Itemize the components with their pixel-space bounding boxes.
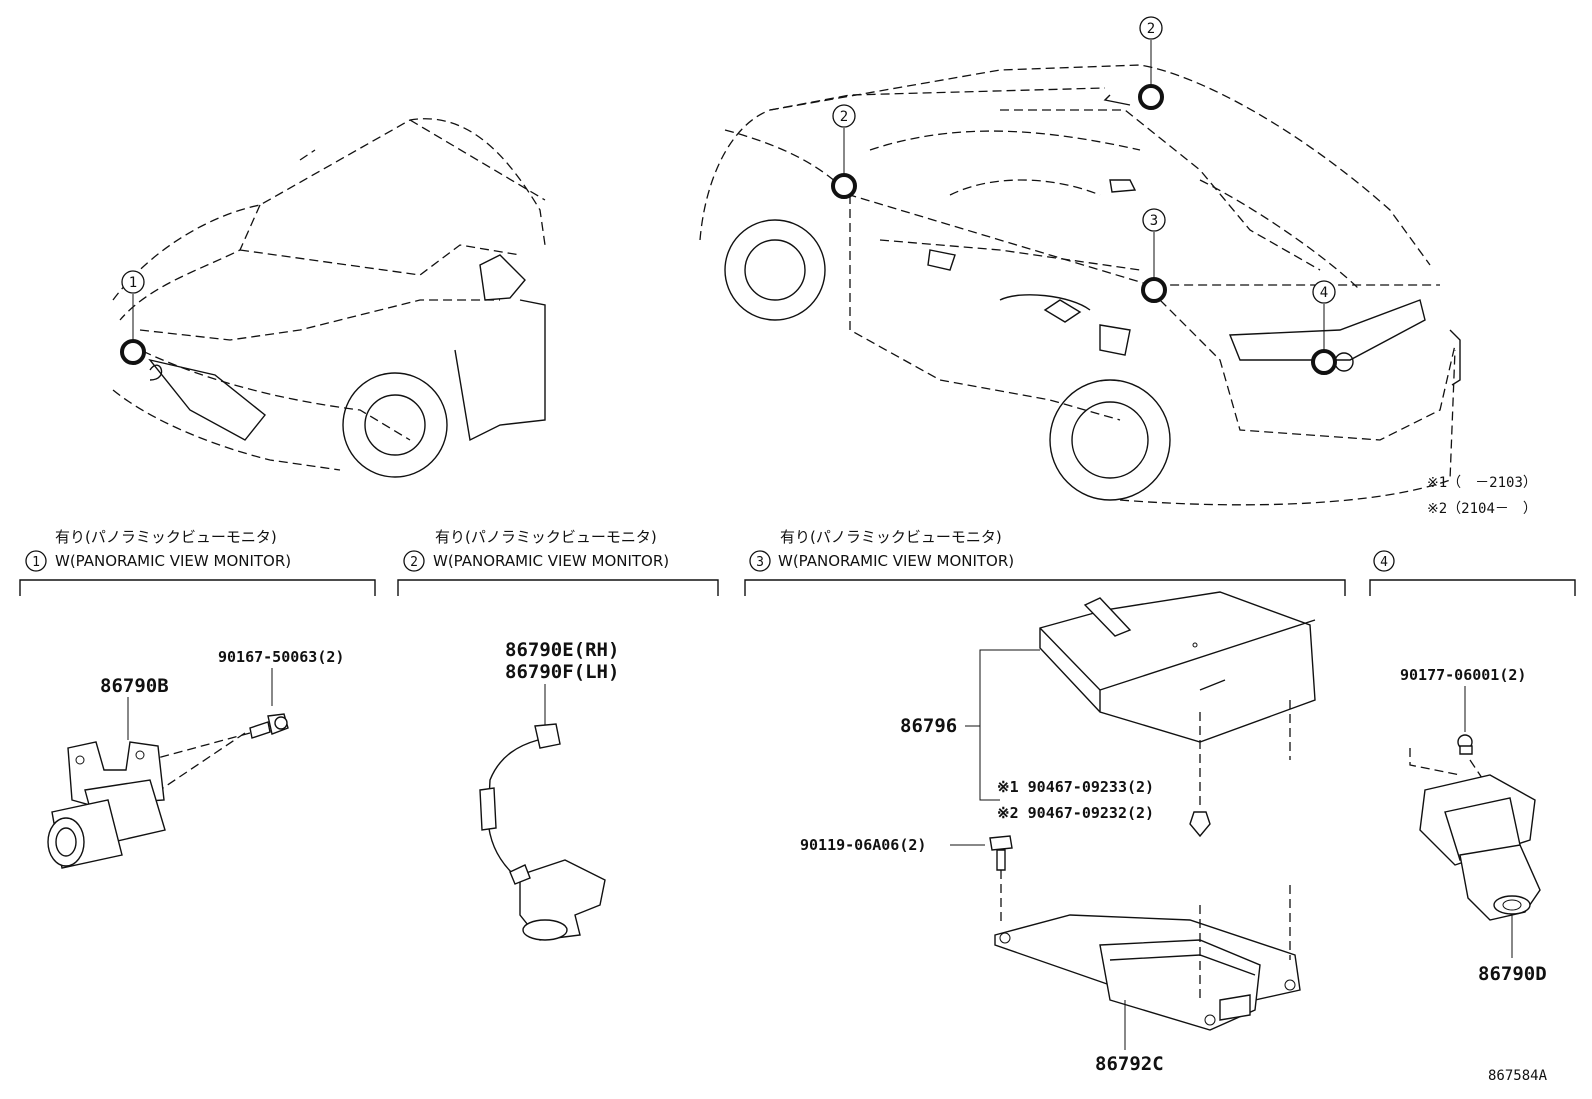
section-3-number-icon [749, 550, 771, 572]
ecu-location [1141, 277, 1167, 303]
left-mirror-camera-location [831, 173, 857, 199]
screw-icon [989, 835, 1013, 871]
camera-icon [47, 741, 166, 869]
part-90119-06A06: 90119-06A06(2) [800, 836, 926, 854]
section-1-number: 1 [32, 555, 40, 570]
section-3-parts: 86796 ※1 90467-09233(2) ※2 90467-09232(2… [800, 591, 1316, 1075]
rear-car-illustration [699, 64, 1461, 506]
note-2: ※2（2104－ ） [1427, 501, 1537, 517]
location-callouts: 1 2 2 3 4 [120, 16, 1354, 375]
diagram-id: 867584A [1488, 1068, 1548, 1084]
section-3-number: 3 [756, 555, 764, 570]
callout-left-mirror-label: 2 [840, 109, 848, 125]
part-86790F: 86790F(LH) [505, 661, 619, 683]
section-2-number-icon [403, 550, 425, 572]
callout-rear-label: 4 [1320, 285, 1328, 301]
callout-circle-icon [1139, 16, 1163, 40]
section-4-number: 4 [1380, 555, 1388, 570]
right-mirror-camera-location [1138, 84, 1164, 110]
part-86796: 86796 [900, 715, 957, 737]
section-1-jp: 有り(パノラミックビューモニタ) [55, 528, 277, 546]
part-90167-50063: 90167-50063(2) [218, 648, 344, 666]
section-2-jp: 有り(パノラミックビューモニタ) [435, 528, 657, 546]
callout-circle-icon [121, 270, 145, 294]
part-90467-09232: ※2 90467-09232(2) [997, 804, 1154, 822]
screw-icon [1457, 734, 1473, 755]
rear-camera-location [1311, 349, 1337, 375]
part-90177-06001: 90177-06001(2) [1400, 666, 1526, 684]
callout-circle-icon [1312, 280, 1336, 304]
section-headers: 有り(パノラミックビューモニタ) 1 W(PANORAMIC VIEW MONI… [19, 528, 1576, 596]
note-1: ※1（ －2103） [1427, 475, 1537, 491]
camera-icon [479, 723, 606, 941]
camera-icon [1419, 774, 1541, 921]
callout-front-label: 1 [129, 275, 137, 291]
front-camera-location [120, 339, 146, 365]
section-1-en: W(PANORAMIC VIEW MONITOR) [55, 552, 291, 570]
section-2-en: W(PANORAMIC VIEW MONITOR) [433, 552, 669, 570]
ecu-icon [994, 914, 1301, 1031]
section-1-number-icon [25, 550, 47, 572]
screw-icon [249, 713, 289, 739]
screw-icon [1189, 811, 1211, 838]
callout-ecu-label: 3 [1150, 213, 1158, 229]
callout-circle-icon [1142, 208, 1166, 232]
part-86790D: 86790D [1478, 963, 1547, 985]
part-86790E: 86790E(RH) [505, 639, 619, 661]
section-3-en: W(PANORAMIC VIEW MONITOR) [778, 552, 1014, 570]
callout-circle-icon [832, 104, 856, 128]
part-86790B: 86790B [100, 675, 169, 697]
section-2-number: 2 [410, 555, 418, 570]
section-1-parts: 86790B 90167-50063(2) [47, 648, 344, 869]
section-4-number-icon [1373, 550, 1395, 572]
section-4-parts: 90177-06001(2) 86790D [1400, 666, 1547, 985]
section-2-parts: 86790E(RH) 86790F(LH) [479, 639, 619, 941]
part-86792C: 86792C [1095, 1053, 1164, 1075]
ecu-cover-icon [1039, 591, 1316, 743]
part-90467-09233: ※1 90467-09233(2) [997, 778, 1154, 796]
callout-right-mirror-label: 2 [1147, 21, 1155, 37]
front-car-illustration [112, 118, 546, 478]
section-3-jp: 有り(パノラミックビューモニタ) [780, 528, 1002, 546]
